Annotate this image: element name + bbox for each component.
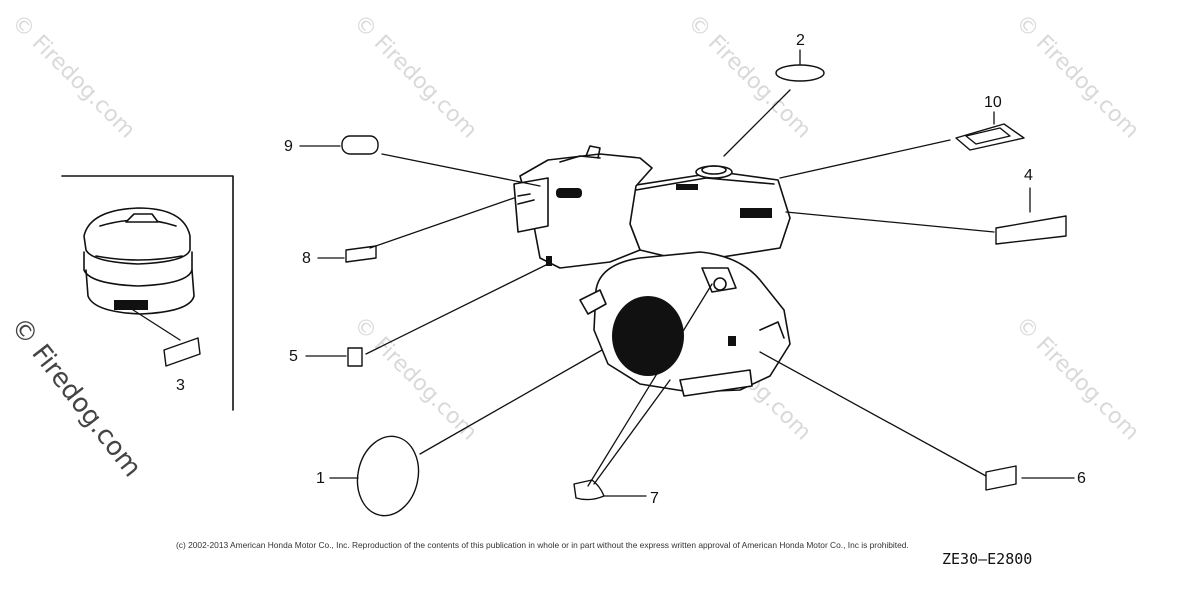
sticker-3 [163,337,201,367]
callout-1: 1 [316,470,325,487]
sticker-2 [775,64,825,82]
sticker-6 [985,465,1017,491]
sticker-5 [347,347,363,367]
sticker-4 [995,215,1067,245]
callout-6: 6 [1077,470,1086,487]
inset-frame [61,175,234,411]
callout-5: 5 [289,348,298,365]
engine-body [513,145,791,397]
diagram-code: ZE30—E2800 [942,550,1033,568]
callout-9: 9 [284,138,293,155]
sticker-8 [345,245,377,263]
copyright-notice: (c) 2002-2013 American Honda Motor Co., … [176,540,909,550]
callout-10: 10 [984,94,1002,111]
sticker-1 [356,435,420,517]
air-cleaner-drawing [83,207,195,315]
callout-2: 2 [796,32,805,49]
sticker-9 [341,135,379,155]
callout-8: 8 [302,250,311,267]
leader-lines [129,89,995,487]
sticker-7 [573,479,605,501]
callout-7: 7 [650,490,659,507]
callout-3: 3 [176,377,185,394]
sticker-10 [955,123,1025,151]
callout-ticks [299,49,1075,497]
callout-4: 4 [1024,167,1033,184]
